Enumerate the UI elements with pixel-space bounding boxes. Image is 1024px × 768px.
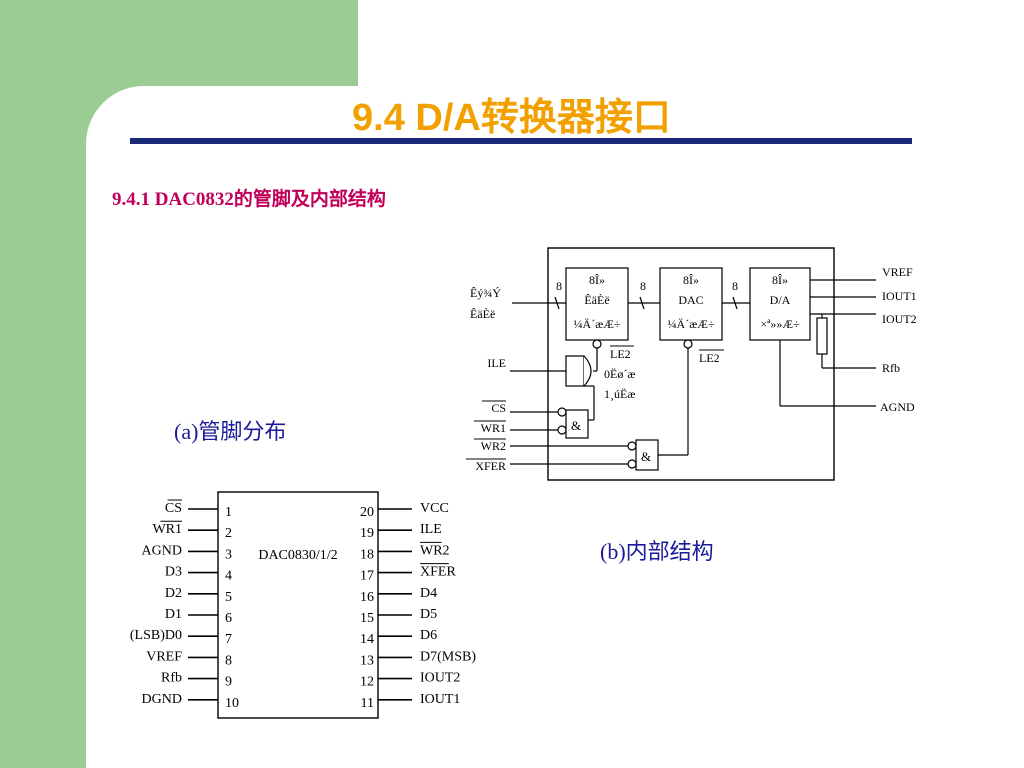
chip-outline	[547, 247, 835, 481]
dac-register-line2: DAC	[678, 293, 703, 307]
pin-number-right: 14	[360, 632, 374, 647]
wr2-invert-bubble	[627, 441, 637, 451]
wr1-invert-bubble	[557, 425, 567, 435]
pin-number-left: 8	[225, 653, 232, 668]
da-converter-line1: 8Î»	[772, 273, 788, 287]
dac-register-block	[659, 267, 723, 341]
caption-internal: (b)内部结构	[600, 539, 714, 564]
pin-number-left: 3	[225, 547, 232, 562]
caption-pinout: (a)管脚分布	[174, 419, 287, 444]
bus-width-2: 8	[640, 279, 646, 293]
wr1-signal-label: WR1	[481, 421, 506, 435]
pin-name-left: AGND	[142, 543, 182, 558]
cs-wr1-gate-symbol: &	[571, 418, 581, 433]
pin-number-left: 5	[225, 590, 232, 605]
data-input-label-1: Êý¾Ý	[470, 286, 501, 300]
cs-signal-label: CS	[491, 401, 506, 415]
pin-name-right: IOUT2	[420, 671, 460, 686]
rfb-signal-label: Rfb	[882, 361, 900, 375]
latch-note-1: 0Ëø´æ	[604, 367, 635, 381]
pin-name-right: D5	[420, 607, 437, 622]
pin-number-left: 10	[225, 696, 239, 711]
background-green-strip	[0, 140, 86, 768]
pin-name-left: D3	[165, 565, 182, 580]
da-converter-line3: ×ª»»Æ÷	[760, 317, 800, 331]
input-register-line1: 8Î»	[589, 273, 605, 287]
pin-name-left: (LSB)D0	[130, 628, 182, 643]
pin-name-left: D1	[165, 607, 182, 622]
pin-name-left: D2	[165, 586, 182, 601]
pin-number-right: 20	[360, 505, 374, 520]
agnd-signal-label: AGND	[880, 400, 915, 414]
data-input-label-2: ÊäÈë	[470, 307, 495, 321]
pin-name-left: WR1	[152, 522, 182, 537]
pin-name-right: ILE	[420, 522, 442, 537]
bus-width-3: 8	[732, 279, 738, 293]
input-register-line2: ÊäÈë	[584, 293, 609, 307]
bus-width-1: 8	[556, 279, 562, 293]
pin-number-right: 15	[360, 611, 374, 626]
pin-number-left: 2	[225, 526, 232, 541]
pin-number-left: 7	[225, 632, 232, 647]
dac-register-line3: ¼Ä´æÆ÷	[668, 317, 715, 331]
pin-name-right: IOUT1	[420, 692, 460, 707]
xfer-signal-label: XFER	[475, 459, 506, 473]
pin-name-right: D7(MSB)	[420, 649, 476, 664]
cs-invert-bubble	[557, 407, 567, 417]
ic-chip-label: DAC0830/1/2	[258, 548, 337, 563]
le-label-1: LE2	[610, 347, 631, 361]
pin-number-left: 1	[225, 505, 232, 520]
input-register-block	[565, 267, 629, 341]
le-label-2: LE2	[699, 351, 720, 365]
da-converter-line2: D/A	[770, 293, 791, 307]
pin-name-right: D6	[420, 628, 437, 643]
pin-name-left: CS	[165, 501, 182, 516]
pin-name-right: D4	[420, 586, 437, 601]
pin-number-left: 6	[225, 611, 232, 626]
pin-name-left: VREF	[146, 649, 182, 664]
pin-number-right: 11	[361, 696, 374, 711]
pin-name-left: DGND	[142, 692, 182, 707]
cs-wr1-and-gate	[565, 409, 589, 439]
dac-register-latch-bubble	[683, 339, 693, 349]
pin-number-right: 12	[360, 675, 374, 690]
pin-name-right: WR2	[420, 543, 450, 558]
bus-slash-3	[732, 296, 738, 310]
wr2-xfer-gate-symbol: &	[641, 449, 651, 464]
da-converter-block	[749, 267, 811, 341]
ile-and-gate-curve	[583, 355, 592, 387]
ic-body	[217, 491, 379, 719]
ile-and-gate	[565, 355, 585, 387]
latch-note-2: 1¸úËæ	[604, 387, 635, 401]
pin-number-right: 19	[360, 526, 374, 541]
pin-name-right: XFER	[420, 565, 456, 580]
pin-number-right: 17	[360, 569, 374, 584]
title-underline	[130, 138, 912, 144]
pin-number-right: 16	[360, 590, 374, 605]
pin-number-left: 4	[225, 569, 232, 584]
bus-slash-2	[639, 296, 645, 310]
bus-slash-1	[554, 296, 560, 310]
rfb-resistor	[816, 317, 828, 355]
vref-signal-label: VREF	[882, 265, 913, 279]
pin-number-right: 18	[360, 547, 374, 562]
pin-number-right: 13	[360, 653, 374, 668]
dac-register-line1: 8Î»	[683, 273, 699, 287]
pin-name-left: Rfb	[161, 671, 182, 686]
section-subtitle: 9.4.1 DAC0832的管脚及内部结构	[112, 189, 386, 210]
input-register-line3: ¼Ä´æÆ÷	[574, 317, 621, 331]
xfer-invert-bubble	[627, 459, 637, 469]
pin-name-right: VCC	[420, 501, 449, 516]
slide-title: 9.4 D/A转换器接口	[352, 97, 671, 139]
input-register-latch-bubble	[592, 339, 602, 349]
iout2-signal-label: IOUT2	[882, 312, 917, 326]
pin-number-left: 9	[225, 675, 232, 690]
ile-signal-label: ILE	[487, 356, 506, 370]
wr2-signal-label: WR2	[481, 439, 506, 453]
iout1-signal-label: IOUT1	[882, 289, 917, 303]
